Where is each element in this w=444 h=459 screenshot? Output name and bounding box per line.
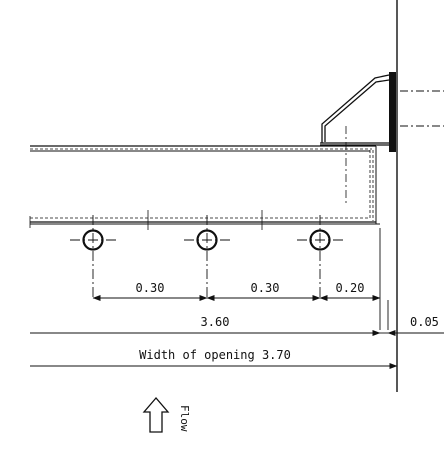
stiffener-ticks — [29, 210, 263, 230]
roller-3 — [297, 215, 343, 300]
roller-2 — [184, 215, 230, 300]
gate-leaf — [30, 145, 380, 225]
dimension-label-roller-spacing-2: 0.30 — [251, 281, 280, 295]
roller-1 — [70, 215, 116, 300]
anchor-centerlines — [400, 90, 444, 127]
dimension-label-clearance: 0.05 — [410, 315, 439, 329]
dimension-label-opening-width: Width of opening 3.70 — [139, 348, 291, 362]
bracket — [320, 74, 390, 206]
dimension-label-gate-width: 3.60 — [201, 315, 230, 329]
dimension-label-end-spacing: 0.20 — [336, 281, 365, 295]
dimension-label-roller-spacing-1: 0.30 — [136, 281, 165, 295]
flow-label: Flow — [178, 405, 191, 432]
flow-arrow-icon — [142, 397, 170, 433]
extension-lines — [379, 228, 389, 330]
pier-wall — [389, 0, 398, 392]
